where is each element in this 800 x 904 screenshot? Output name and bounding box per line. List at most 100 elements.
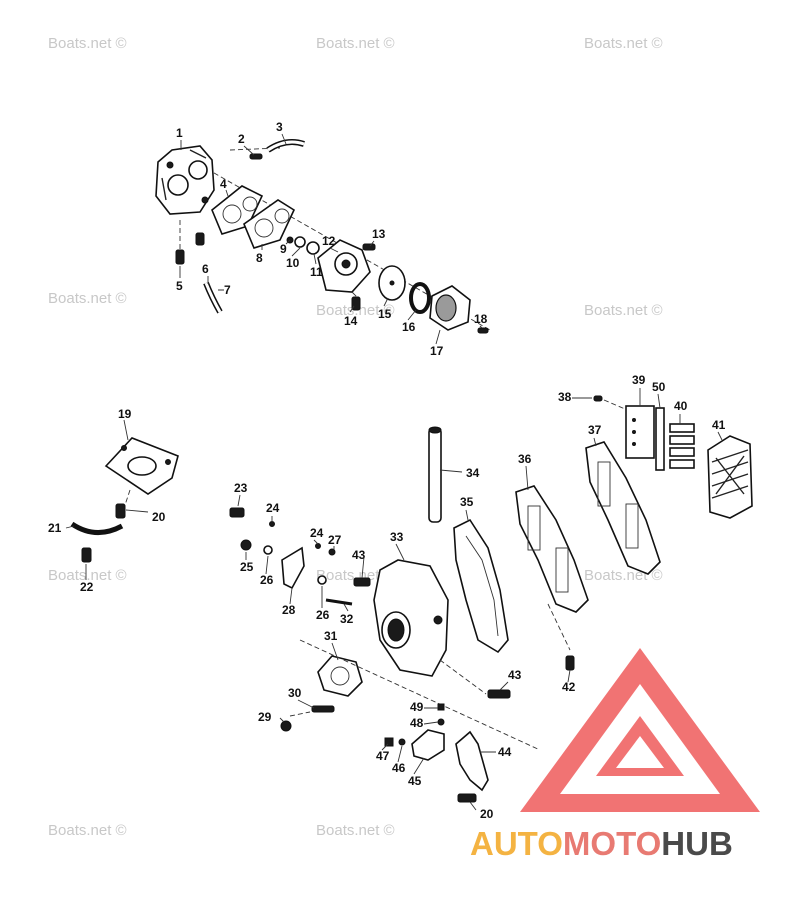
callout-23: 23 bbox=[234, 481, 248, 495]
callout-20: 20 bbox=[152, 510, 166, 524]
callout-14: 14 bbox=[344, 314, 358, 328]
callout-15: 15 bbox=[378, 307, 392, 321]
callout-49: 49 bbox=[410, 700, 424, 714]
screw bbox=[115, 503, 126, 519]
gasket-ring bbox=[409, 282, 431, 314]
callout-34: 34 bbox=[466, 466, 480, 480]
o-ring bbox=[306, 241, 320, 255]
callout-7: 7 bbox=[224, 283, 231, 297]
callouts: 1 2 3 4 5 6 7 8 9 10 11 12 13 14 15 16 1… bbox=[48, 120, 726, 821]
pin bbox=[655, 407, 665, 471]
callout-18: 18 bbox=[474, 312, 488, 326]
callout-29: 29 bbox=[258, 710, 272, 724]
lower-bracket bbox=[384, 703, 489, 803]
screw bbox=[249, 153, 263, 160]
watermark: Boats.net © bbox=[48, 567, 127, 584]
gasket bbox=[243, 199, 296, 249]
nut bbox=[328, 548, 336, 556]
reed-assembly bbox=[373, 395, 753, 699]
callout-40: 40 bbox=[674, 399, 688, 413]
callout-21: 21 bbox=[48, 521, 62, 535]
watermark: Boats.net © bbox=[48, 822, 127, 839]
callout-16: 16 bbox=[402, 320, 416, 334]
washer bbox=[437, 718, 445, 726]
screw bbox=[457, 793, 477, 803]
arm-bracket bbox=[455, 730, 489, 792]
callout-28: 28 bbox=[282, 603, 296, 617]
clamp bbox=[70, 521, 124, 535]
screw bbox=[593, 395, 603, 402]
watermark: Boats.net © bbox=[48, 290, 127, 307]
watermark: Boats.net © bbox=[316, 822, 395, 839]
callout-48: 48 bbox=[410, 716, 424, 730]
connector bbox=[229, 507, 245, 518]
callout-45: 45 bbox=[408, 774, 422, 788]
pump-cover bbox=[429, 285, 471, 331]
watermarks: Boats.net © Boats.net © Boats.net © Boat… bbox=[48, 35, 663, 839]
screw bbox=[353, 577, 371, 587]
watermark: Boats.net © bbox=[584, 302, 663, 319]
rod bbox=[325, 598, 353, 606]
lower-left-assembly bbox=[70, 437, 541, 751]
washer bbox=[317, 575, 327, 585]
adapter-plate bbox=[104, 437, 179, 495]
screw bbox=[351, 296, 361, 311]
nut bbox=[398, 738, 406, 746]
callout-37: 37 bbox=[588, 423, 602, 437]
watermark: Boats.net © bbox=[316, 35, 395, 52]
callout-26: 26 bbox=[260, 573, 274, 587]
callout-9: 9 bbox=[280, 242, 287, 256]
callout-41: 41 bbox=[712, 418, 726, 432]
callout-5: 5 bbox=[176, 279, 183, 293]
watermark: Boats.net © bbox=[584, 35, 663, 52]
carburetor-body bbox=[155, 145, 215, 215]
nut bbox=[269, 521, 275, 527]
screw bbox=[175, 249, 185, 265]
brand-wordmark: AUTOMOTOHUB bbox=[470, 825, 733, 862]
callout-8: 8 bbox=[256, 251, 263, 265]
callout-20b: 20 bbox=[480, 807, 494, 821]
callout-24: 24 bbox=[266, 501, 280, 515]
intake-manifold bbox=[373, 559, 449, 677]
upper-assembly bbox=[155, 139, 491, 334]
callout-32: 32 bbox=[340, 612, 354, 626]
gasket bbox=[317, 655, 363, 697]
reed-plate bbox=[585, 441, 661, 575]
callout-36: 36 bbox=[518, 452, 532, 466]
callout-33: 33 bbox=[390, 530, 404, 544]
stop-plate bbox=[625, 405, 655, 459]
screw bbox=[81, 547, 92, 563]
callout-46: 46 bbox=[392, 761, 406, 775]
callout-4: 4 bbox=[220, 177, 227, 191]
callout-12: 12 bbox=[322, 234, 336, 248]
callout-10: 10 bbox=[286, 256, 300, 270]
washer bbox=[263, 545, 273, 555]
callout-35: 35 bbox=[460, 495, 474, 509]
callout-44: 44 bbox=[498, 745, 512, 759]
callout-6: 6 bbox=[202, 262, 209, 276]
callout-42: 42 bbox=[562, 680, 576, 694]
washer bbox=[294, 236, 306, 248]
callout-47: 47 bbox=[376, 749, 390, 763]
callout-13: 13 bbox=[372, 227, 386, 241]
callout-26b: 26 bbox=[316, 608, 330, 622]
screw bbox=[565, 655, 575, 671]
callout-11: 11 bbox=[310, 265, 323, 279]
reed-cage bbox=[707, 435, 753, 519]
screw bbox=[195, 232, 205, 246]
callout-22: 22 bbox=[80, 580, 94, 594]
gasket bbox=[453, 518, 509, 654]
block bbox=[411, 729, 445, 761]
logo-triangle-icon bbox=[520, 648, 760, 812]
axis-line bbox=[329, 269, 361, 301]
callout-38: 38 bbox=[558, 390, 572, 404]
watermark: Boats.net © bbox=[48, 35, 127, 52]
screw bbox=[311, 705, 335, 713]
nut bbox=[315, 543, 321, 549]
callout-43b: 43 bbox=[508, 668, 522, 682]
callout-1: 1 bbox=[176, 126, 183, 140]
callout-43: 43 bbox=[352, 548, 366, 562]
reed-petals bbox=[669, 423, 695, 469]
